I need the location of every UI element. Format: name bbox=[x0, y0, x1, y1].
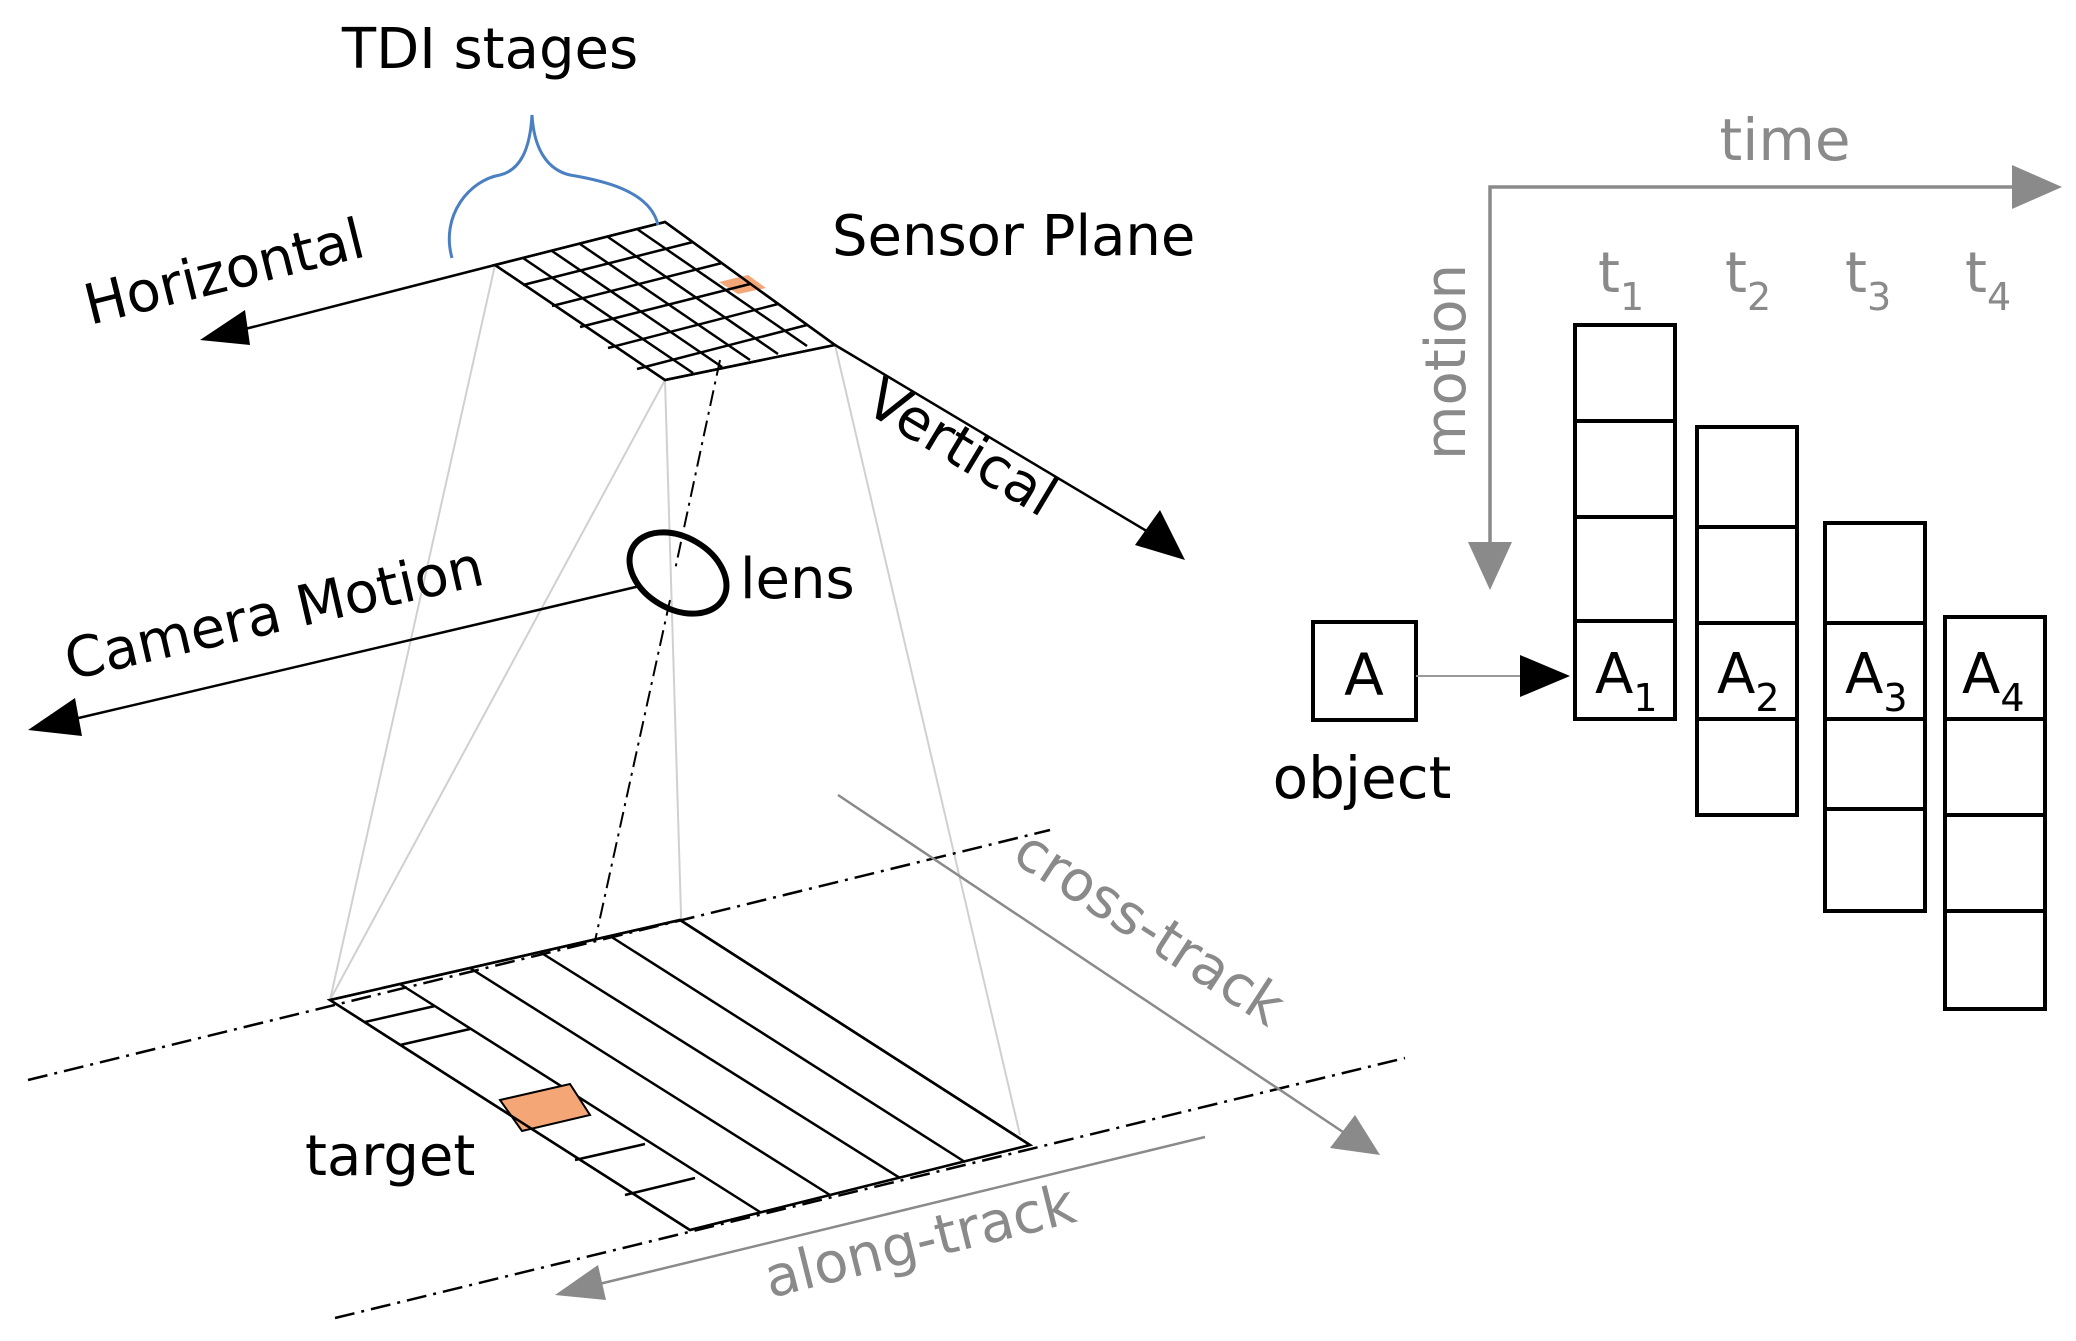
time-step-labels: t1 t2 t3 t4 bbox=[1598, 241, 2011, 319]
camera-motion-label: Camera Motion bbox=[59, 534, 490, 693]
motion-arrowhead bbox=[1468, 542, 1512, 590]
lens-label: lens bbox=[740, 547, 855, 612]
camera-motion-arrow bbox=[69, 584, 641, 722]
cell-a2: A2 bbox=[1717, 642, 1780, 720]
projection-rays bbox=[329, 264, 1021, 1216]
horizontal-arrowhead bbox=[200, 310, 250, 345]
time-label: time bbox=[1719, 106, 1850, 174]
sensor-plane-grid bbox=[491, 220, 839, 382]
time-arrowhead bbox=[2012, 165, 2062, 209]
object-arrowhead bbox=[1520, 655, 1570, 697]
time-step-2: t2 bbox=[1725, 241, 1771, 319]
lens-icon bbox=[626, 529, 730, 617]
horizontal-arrow bbox=[209, 263, 496, 341]
cell-a4: A4 bbox=[1962, 642, 2025, 720]
cross-track-arrow bbox=[837, 793, 1356, 1142]
cell-a3: A3 bbox=[1845, 642, 1908, 720]
along-track-arrowhead bbox=[555, 1265, 606, 1300]
target-strip bbox=[326, 918, 1034, 1232]
time-step-1: t1 bbox=[1598, 241, 1644, 319]
tdi-cell-labels: A1 A2 A3 A4 bbox=[1595, 642, 2025, 720]
cell-a1: A1 bbox=[1595, 642, 1658, 720]
camera-motion-arrowhead bbox=[28, 698, 82, 736]
track-boundaries bbox=[27, 828, 1406, 1320]
target-highlight-pixel bbox=[498, 1082, 592, 1133]
motion-label: motion bbox=[1414, 264, 1479, 460]
time-step-3: t3 bbox=[1845, 241, 1891, 319]
cross-track-label: cross-track bbox=[1002, 817, 1296, 1040]
target-label: target bbox=[305, 1124, 475, 1189]
horizontal-label: Horizontal bbox=[78, 206, 371, 338]
tdi-stages-label: TDI stages bbox=[341, 17, 638, 82]
time-step-4: t4 bbox=[1965, 241, 2011, 319]
cross-track-arrowhead bbox=[1330, 1115, 1380, 1155]
object-label: object bbox=[1273, 744, 1452, 812]
object-box bbox=[1311, 620, 1418, 722]
object-box-letter: A bbox=[1344, 641, 1384, 709]
tdi-columns bbox=[1573, 323, 2047, 1011]
vertical-arrowhead bbox=[1135, 510, 1185, 560]
sensor-plane-label: Sensor Plane bbox=[832, 204, 1195, 269]
along-track-arrow bbox=[594, 1135, 1206, 1287]
vertical-label: Vertical bbox=[855, 366, 1068, 530]
time-motion-axes bbox=[1488, 185, 2020, 560]
tdi-brace-icon bbox=[447, 114, 660, 259]
vertical-arrow bbox=[834, 343, 1171, 547]
